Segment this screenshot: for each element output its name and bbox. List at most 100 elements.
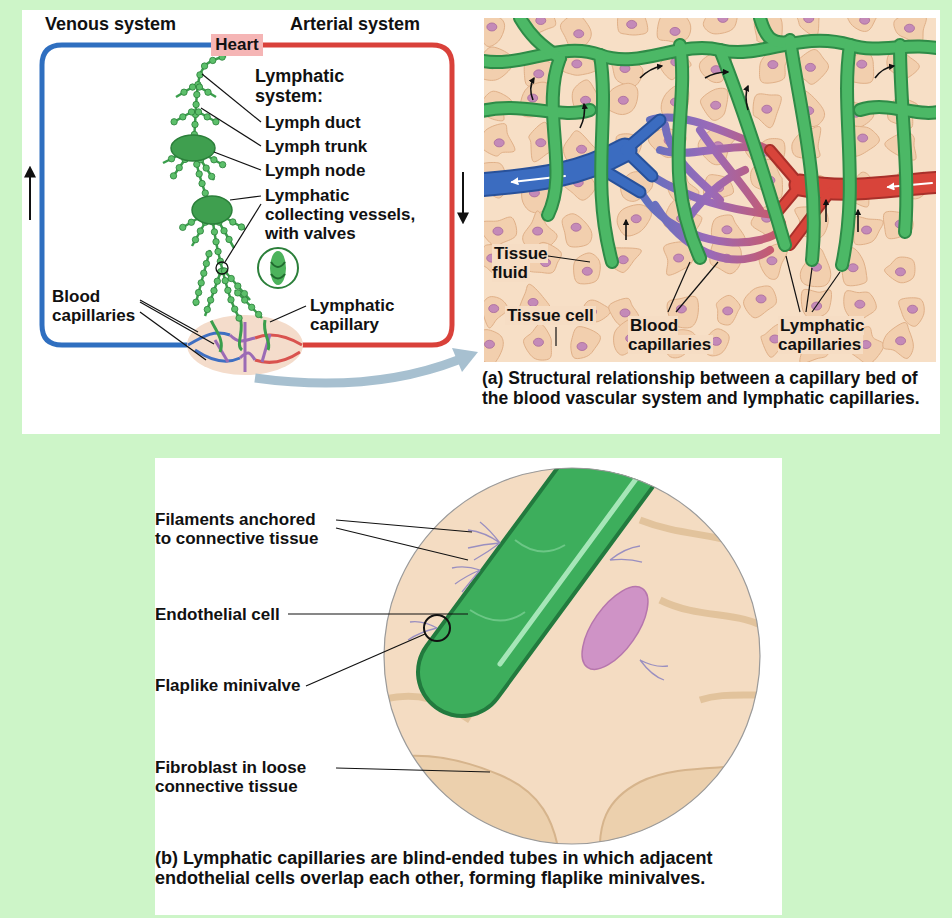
artery-vessel xyxy=(800,182,936,189)
venous-vessel xyxy=(42,45,237,345)
lymph-vessel xyxy=(195,250,210,306)
tissue-cell-shape xyxy=(744,286,777,318)
flow-arrow xyxy=(640,66,662,78)
flow-arrow xyxy=(825,200,827,222)
part-label-text: Tissue cell xyxy=(505,306,596,325)
capillary-bed xyxy=(188,333,230,345)
tissue-illustration xyxy=(484,18,936,362)
capillary-bed xyxy=(240,353,255,360)
lymph-vessel xyxy=(211,229,217,235)
lymph-vessel xyxy=(213,239,219,245)
tissue-cell-shape xyxy=(617,18,647,35)
tissue-cell-shape xyxy=(700,88,727,120)
lymph-vessel xyxy=(199,180,205,186)
lymph-vessel xyxy=(213,119,219,125)
leader-line xyxy=(230,196,261,200)
anchoring-filament xyxy=(408,522,668,680)
lymph-vessel xyxy=(210,57,216,63)
tissue-cell-shape xyxy=(718,18,728,22)
part-label: Lymph trunk xyxy=(265,137,435,156)
tissue-cell-shape xyxy=(703,18,738,34)
capillary-bed xyxy=(188,318,302,372)
tissue-cell-shape xyxy=(489,305,499,313)
lymph-vessel xyxy=(241,290,247,296)
tissue-cell-shape xyxy=(631,215,641,223)
lymph-vessel xyxy=(226,236,232,242)
system-label: Arterial system xyxy=(290,14,490,34)
vein-vessel xyxy=(484,120,660,192)
tissue-cell-shape xyxy=(524,324,552,360)
leader-line xyxy=(288,613,468,614)
lymphatic-capillary-network xyxy=(600,55,612,262)
lymph-vessel xyxy=(235,290,241,296)
flow-arrow xyxy=(462,172,464,222)
lymph-vessel xyxy=(195,289,201,295)
lymph-vessel xyxy=(193,299,199,305)
lymphatic-capillary-network xyxy=(678,45,700,258)
figure-caption: (a) Structural relationship between a ca… xyxy=(482,369,937,409)
tissue-cell-shape xyxy=(904,24,914,32)
tissue-cell-shape xyxy=(899,298,925,327)
system-label-text: Arterial system xyxy=(290,14,420,34)
leader-line xyxy=(201,108,261,146)
lymph-node-shape xyxy=(171,135,232,224)
part-label-text: Tissue fluid xyxy=(492,244,548,282)
tissue-cell-shape xyxy=(857,60,867,68)
lymph-vessel xyxy=(194,91,200,97)
tissue-cell-shape xyxy=(883,323,914,359)
lymph-vessel xyxy=(204,114,210,120)
capillary-bed xyxy=(244,322,247,372)
lymph-vessel xyxy=(228,275,234,281)
lymph-vessel xyxy=(235,290,262,318)
lymph-vessel xyxy=(201,63,207,69)
part-label-text: Flaplike minivalve xyxy=(155,676,301,695)
cell-border xyxy=(470,540,565,621)
tissue-cell-shape xyxy=(571,327,601,359)
part-label: Filaments anchored to connective tissue xyxy=(155,510,330,548)
tissue-cell-shape xyxy=(574,253,601,284)
tissue-cell-shape xyxy=(484,217,517,246)
lymph-vessel xyxy=(205,268,222,316)
part-label: Blood capillaries xyxy=(628,316,728,354)
tissue-cell-shape xyxy=(700,88,727,120)
leader-line xyxy=(548,256,590,262)
zoom-arrow xyxy=(452,348,478,372)
tissue-cell-shape xyxy=(908,305,918,313)
tissue-cell-shape xyxy=(484,124,515,156)
part-label-text: Lymphatic capillary xyxy=(310,296,394,334)
part-label-text: Endothelial cell xyxy=(155,605,280,624)
tissue-cell-shape xyxy=(493,227,503,235)
tissue-cell-shape xyxy=(796,18,820,36)
valve-magnifier xyxy=(258,248,298,288)
magnified-capillary xyxy=(380,430,780,860)
tissue-cell-shape xyxy=(618,256,628,264)
lymphatic-capillary-network xyxy=(900,45,906,232)
lymph-vessel xyxy=(205,89,211,95)
tissue-cell-shape xyxy=(627,20,637,28)
system-label-text: Venous system xyxy=(45,14,176,34)
tissue-cell-shape xyxy=(524,324,552,360)
flow-arrow xyxy=(857,210,859,232)
tissue-cell-shape xyxy=(703,18,738,34)
lymphatic-capillary-network xyxy=(484,18,936,265)
lymphatic-capillary-network xyxy=(720,50,785,245)
zoom-arrow xyxy=(255,360,458,383)
focus-ring xyxy=(216,262,228,274)
leader-line xyxy=(288,520,490,772)
leader-line xyxy=(676,262,718,312)
magnified-capillary xyxy=(380,430,780,860)
tissue-cell-shape xyxy=(562,214,592,247)
lymph-vessel xyxy=(235,283,241,289)
tissue-cell-shape xyxy=(577,342,587,350)
part-label: Tissue cell xyxy=(505,306,625,325)
lymph-vessel xyxy=(171,119,177,125)
lymph-vessel xyxy=(196,171,202,177)
tissue-cell-shape xyxy=(577,145,587,153)
lymph-vessel xyxy=(180,224,186,230)
tissue-cell-shape xyxy=(484,124,515,156)
lymphatic-capillary-network xyxy=(484,18,936,265)
arterial-vessel xyxy=(237,45,452,345)
lymph-vessel xyxy=(195,109,201,115)
part-label-text: Lymphatic capillaries xyxy=(778,316,864,354)
leader-line xyxy=(806,268,812,312)
